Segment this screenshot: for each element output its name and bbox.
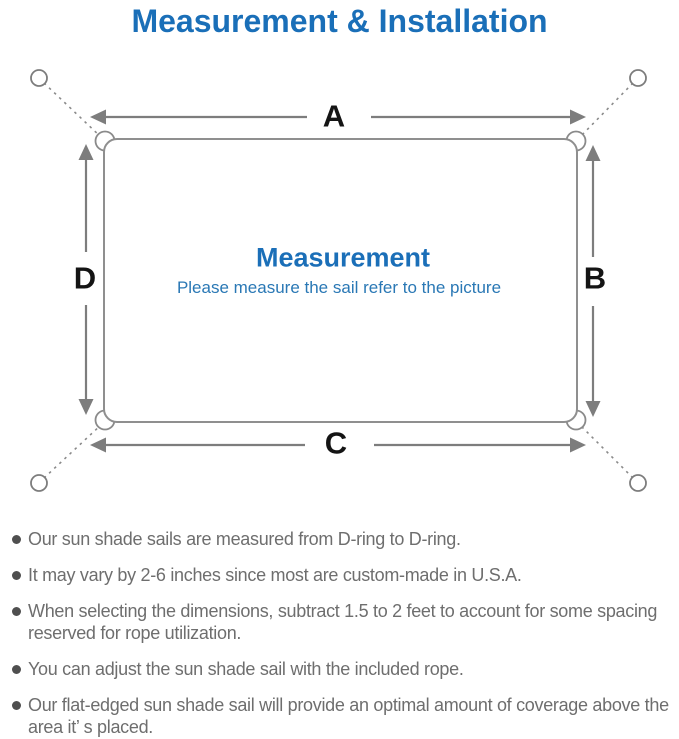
dim-label-a: A — [318, 100, 350, 132]
anchor-point-top-right — [629, 69, 647, 87]
note-text: It may vary by 2-6 inches since most are… — [28, 565, 522, 585]
notes-list: Our sun shade sails are measured from D-… — [12, 528, 672, 739]
dim-c-arrowhead-right — [570, 437, 586, 453]
bullet-dot-icon — [12, 665, 21, 674]
note-item: Our flat-edged sun shade sail will provi… — [12, 694, 672, 738]
rope-line-bottom-left — [43, 423, 103, 479]
rope-line-top-left — [43, 82, 103, 139]
note-text: Our flat-edged sun shade sail will provi… — [28, 695, 669, 737]
anchor-point-top-left — [30, 69, 48, 87]
anchor-point-bottom-right — [629, 474, 647, 492]
rope-line-bottom-right — [578, 423, 634, 479]
note-item: Our sun shade sails are measured from D-… — [12, 528, 672, 550]
dim-c-arrowhead-left — [90, 437, 106, 453]
dim-d-arrowhead-down — [78, 399, 94, 415]
measurement-diagram: A B C D Measurement Please measure the s… — [30, 69, 647, 492]
bullet-dot-icon — [12, 701, 21, 710]
sail-diagram-canvas — [30, 69, 647, 492]
diagram-heading: Measurement — [255, 242, 431, 273]
dim-d-arrowhead-up — [78, 144, 94, 160]
dim-b-arrowhead-down — [585, 401, 601, 417]
rope-line-top-right — [578, 82, 634, 139]
note-text: You can adjust the sun shade sail with t… — [28, 659, 464, 679]
bullet-dot-icon — [12, 607, 21, 616]
page-title: Measurement & Installation — [131, 3, 548, 39]
sail-outline — [103, 138, 578, 423]
diagram-subheading: Please measure the sail refer to the pic… — [176, 278, 502, 297]
dim-a-arrowhead-right — [570, 109, 586, 125]
note-text: Our sun shade sails are measured from D-… — [28, 529, 461, 549]
bullet-dot-icon — [12, 535, 21, 544]
dim-label-b: B — [579, 262, 611, 294]
dim-b-arrowhead-up — [585, 145, 601, 161]
anchor-point-bottom-left — [30, 474, 48, 492]
note-item: You can adjust the sun shade sail with t… — [12, 658, 672, 680]
dim-label-d: D — [69, 262, 101, 294]
note-text: When selecting the dimensions, subtract … — [28, 601, 658, 643]
dim-label-c: C — [320, 427, 352, 459]
note-item: It may vary by 2-6 inches since most are… — [12, 564, 672, 586]
note-item: When selecting the dimensions, subtract … — [12, 600, 672, 644]
dim-a-arrowhead-left — [90, 109, 106, 125]
bullet-dot-icon — [12, 571, 21, 580]
